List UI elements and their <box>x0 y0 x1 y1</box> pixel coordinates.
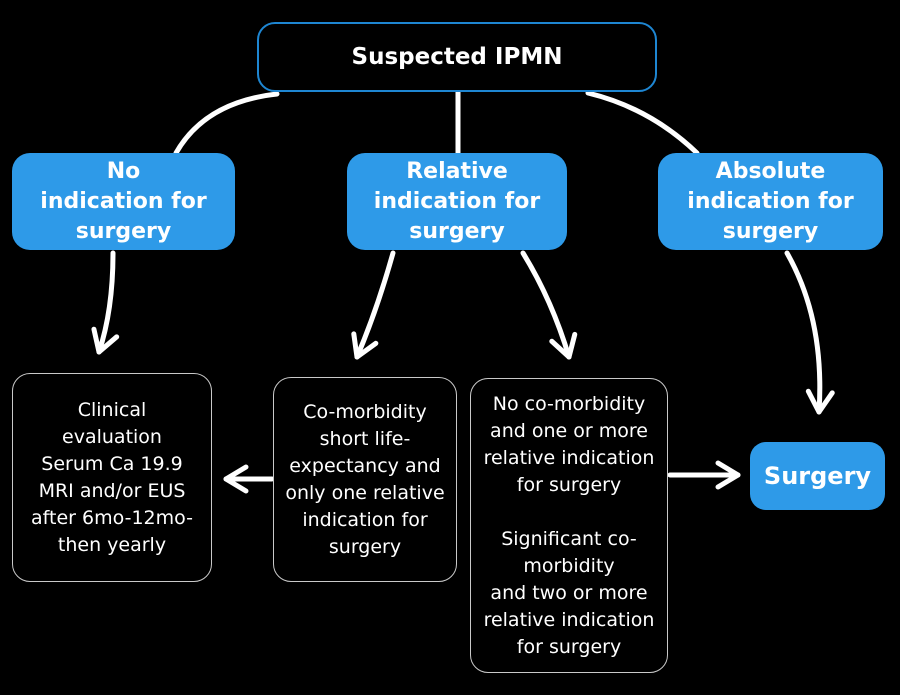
node-surgery: Surgery <box>750 442 885 510</box>
arrow-absolute-to-surgery <box>784 250 835 415</box>
arrow-relative-to-comorbidity <box>351 250 396 360</box>
node-suspected-ipmn: Suspected IPMN <box>257 22 657 92</box>
connector-root-to-absolute-indication <box>585 90 700 156</box>
node-relative-indication-for-surgery: Relative indication for surgery <box>347 153 567 250</box>
connector-root-to-no-indication <box>173 91 280 156</box>
node-clinical-followup: Clinical evaluation Serum Ca 19.9 MRI an… <box>12 373 212 582</box>
node-comorbidity-one-relative-indication: Co-morbidity short life- expectancy and … <box>273 377 457 582</box>
arrow-relative-to-no-comorbidity <box>520 250 578 360</box>
node-no-comorbidity-or-significant-comorbidity: No co-morbidity and one or more relative… <box>470 378 668 673</box>
node-no-indication-for-surgery: No indication for surgery <box>12 153 235 250</box>
arrow-no-indication-to-clinical <box>91 250 120 355</box>
node-absolute-indication-for-surgery: Absolute indication for surgery <box>658 153 883 250</box>
